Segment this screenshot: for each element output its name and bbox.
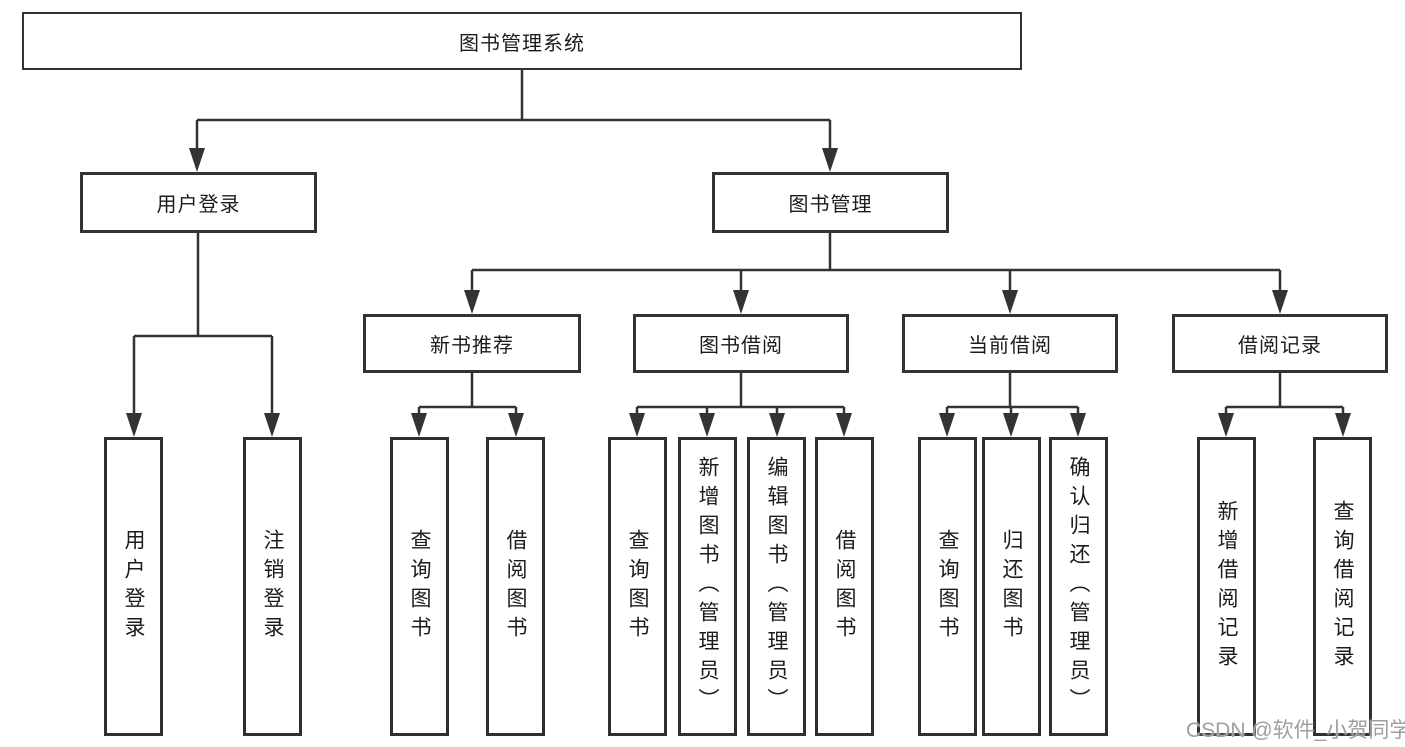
leaf-query-books-recommend: 查询图书 [390,437,449,736]
leaf-user-login-label: 用户登录 [122,528,145,645]
leaf-borrow-books-borrowing-label: 借阅图书 [833,528,856,645]
node-borrowing-records: 借阅记录 [1172,314,1388,373]
leaf-add-books-admin: 新增图书（管理员） [678,437,737,736]
leaf-query-books-current-label: 查询图书 [936,528,959,645]
leaf-query-books-borrowing-label: 查询图书 [626,528,649,645]
leaf-confirm-return-admin-label: 确认归还（管理员） [1067,456,1090,717]
leaf-add-books-admin-label: 新增图书（管理员） [696,456,719,717]
arrowheads [126,148,1351,437]
leaf-user-login: 用户登录 [104,437,163,736]
leaf-edit-books-admin: 编辑图书（管理员） [747,437,806,736]
leaf-add-borrow-record-label: 新增借阅记录 [1215,499,1238,674]
leaf-confirm-return-admin: 确认归还（管理员） [1049,437,1108,736]
leaf-edit-books-admin-label: 编辑图书（管理员） [765,456,788,717]
leaf-query-borrow-record: 查询借阅记录 [1313,437,1372,736]
leaf-query-books-recommend-label: 查询图书 [408,528,431,645]
leaf-return-books: 归还图书 [982,437,1041,736]
leaf-borrow-books-recommend: 借阅图书 [486,437,545,736]
node-new-book-recommendation: 新书推荐 [363,314,581,373]
leaf-return-books-label: 归还图书 [1000,528,1023,645]
leaf-add-borrow-record: 新增借阅记录 [1197,437,1256,736]
node-current-borrowing: 当前借阅 [902,314,1118,373]
leaf-borrow-books-recommend-label: 借阅图书 [504,528,527,645]
node-book-management: 图书管理 [712,172,949,233]
leaf-logout-login-label: 注销登录 [261,528,284,645]
leaf-query-borrow-record-label: 查询借阅记录 [1331,499,1354,674]
leaf-query-books-borrowing: 查询图书 [608,437,667,736]
csdn-watermark: CSDN @软件_小贺同学 [1186,719,1405,742]
leaf-borrow-books-borrowing: 借阅图书 [815,437,874,736]
node-user-login: 用户登录 [80,172,317,233]
leaf-query-books-current: 查询图书 [918,437,977,736]
leaf-logout-login: 注销登录 [243,437,302,736]
node-library-management-system: 图书管理系统 [22,12,1022,70]
node-book-borrowing: 图书借阅 [633,314,849,373]
